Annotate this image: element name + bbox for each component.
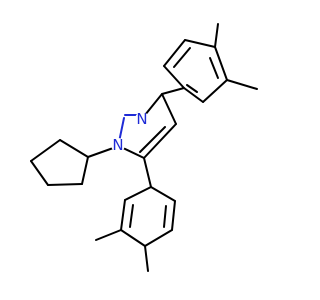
bond-methyl-right [226,79,258,90]
bond-upper-ring-5 [202,79,228,103]
bond-c3-c4 [161,93,177,125]
bond-methyl-top [214,23,219,48]
bond-upper-ring-4 [214,46,228,81]
bond-lower-ring-4 [144,229,173,247]
bond-upper-ring-2 [163,39,186,67]
bond-cp-4 [47,183,83,186]
bond-lower-ring-5-double [163,205,167,228]
bond-upper-ring-4-double [209,57,219,79]
bonds [30,23,258,272]
bond-cp-1 [59,139,89,158]
bond-c4-c5 [143,123,177,159]
bond-c5-aryl [143,157,152,188]
atom-labels: N N [111,110,149,154]
n-lower-label: N [112,136,123,154]
bond-lower-ring-3 [120,229,146,247]
bond-upper-ring-1 [163,65,185,89]
bond-c3-aryl [161,87,185,95]
bond-cp-3 [30,160,49,186]
bond-n-cyclopentyl [87,146,117,158]
bond-lower-ring-1 [124,186,152,201]
bond-lower-ring-2 [120,199,126,231]
bond-methyl-bottom [144,245,149,272]
bond-upper-ring-3 [184,39,216,48]
n-upper-label: N [136,110,147,128]
bond-methyl-left [95,229,122,241]
bond-lower-ring-6 [150,186,176,202]
bond-lower-ring-5 [171,200,176,231]
bond-n-c3 [144,93,163,116]
bond-upper-ring-2-double [173,47,191,68]
bond-cp-2 [30,139,61,162]
bond-upper-ring-6 [183,87,204,103]
bond-c5-n [120,146,145,159]
molecule-structure: N N [30,23,258,272]
bond-cp-5 [81,156,89,185]
n-upper-background [135,112,149,126]
bond-upper-ring-6-double [186,84,198,93]
bond-n-n [118,117,125,143]
bond-lower-ring-2-double [129,204,134,228]
bond-c4-c5-double [139,126,166,153]
n-lower-background [111,138,125,152]
